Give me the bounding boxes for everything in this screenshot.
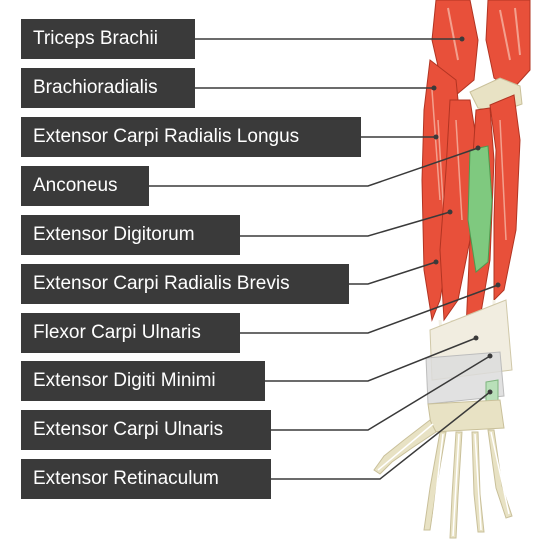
leader-line-extensor-retinaculum — [271, 391, 491, 480]
leader-line-extensor-digiti-minimi — [265, 337, 477, 382]
leader-line-extensor-carpi-ulnaris — [271, 355, 491, 431]
hand-bones-shape — [373, 399, 513, 539]
leader-line-anconeus — [149, 147, 479, 187]
extensor-retinaculum-shape — [425, 351, 505, 405]
leader-dots — [431, 36, 501, 395]
leader-dot-flexor-carpi-ulnaris — [495, 282, 501, 288]
finger-tendons-shape — [377, 423, 510, 537]
label-brachioradialis: Brachioradialis — [21, 68, 195, 108]
label-extensor-carpi-radialis-longus: Extensor Carpi Radialis Longus — [21, 117, 361, 157]
label-flexor-carpi-ulnaris: Flexor Carpi Ulnaris — [21, 313, 240, 353]
anconeus-highlight-shape — [467, 145, 493, 273]
leader-line-flexor-carpi-ulnaris — [240, 284, 499, 334]
label-extensor-retinaculum: Extensor Retinaculum — [21, 459, 271, 499]
leader-dot-brachioradialis — [431, 85, 437, 91]
leader-dot-extensor-retinaculum — [487, 389, 493, 395]
label-extensor-carpi-radialis-brevis: Extensor Carpi Radialis Brevis — [21, 264, 349, 304]
label-triceps-brachii: Triceps Brachii — [21, 19, 195, 59]
label-extensor-carpi-ulnaris: Extensor Carpi Ulnaris — [21, 410, 271, 450]
flexor-carpi-ulnaris-shape — [489, 94, 521, 302]
leader-dot-triceps-brachii — [459, 36, 465, 42]
label-anconeus: Anconeus — [21, 166, 149, 206]
label-extensor-digitorum: Extensor Digitorum — [21, 215, 240, 255]
leader-dot-extensor-carpi-ulnaris — [487, 353, 493, 359]
leader-dot-extensor-digiti-minimi — [473, 335, 479, 341]
leader-dot-anconeus — [475, 145, 481, 151]
leader-dot-extensor-carpi-radialis-longus — [433, 134, 439, 140]
label-extensor-digiti-minimi: Extensor Digiti Minimi — [21, 361, 265, 401]
leader-dot-extensor-carpi-radialis-brevis — [433, 259, 439, 265]
leader-line-extensor-carpi-radialis-brevis — [349, 261, 437, 285]
leader-line-extensor-digitorum — [240, 211, 451, 237]
leader-dot-extensor-digitorum — [447, 209, 453, 215]
leader-lines — [149, 38, 499, 480]
